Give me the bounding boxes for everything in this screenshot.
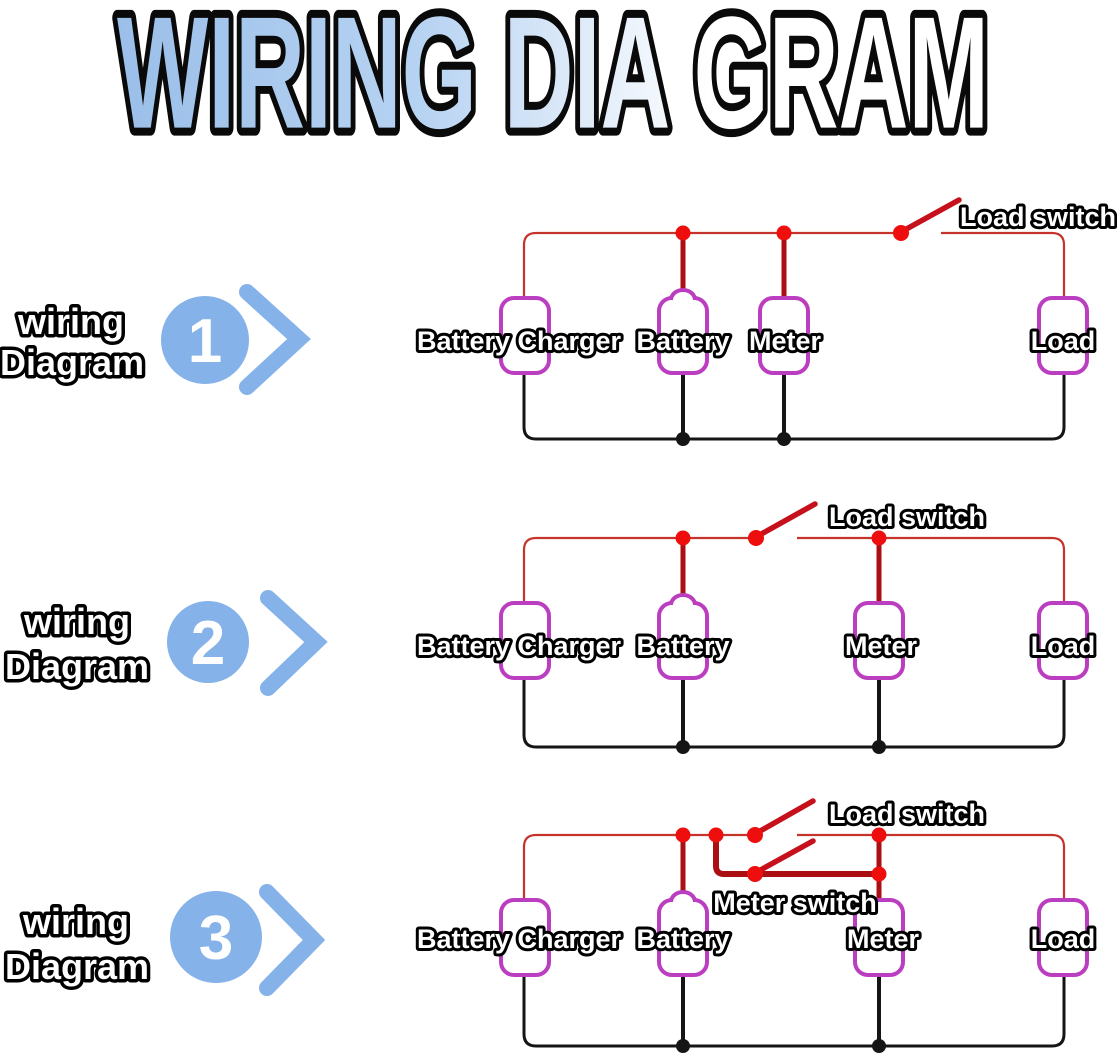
row-1-chevron-icon (239, 284, 311, 395)
d2-negative-wire (522, 677, 1066, 749)
row-2-header: wiring Diagram 2 (1, 590, 328, 696)
d2-load-label: Load (1031, 631, 1096, 661)
circuit-diagram-3: Load switch Meter switch Battery Charger… (414, 796, 1098, 1053)
d3-battery-charger-label: Battery Charger (417, 924, 622, 954)
row-1-label-diagram: Diagram (0, 342, 144, 383)
row-2-label-wiring: wiring (23, 601, 130, 642)
d2-load-switch-arm (753, 501, 818, 540)
row-3-header: wiring Diagram 3 (1, 884, 326, 996)
d3-load-switch-pivot-dot (747, 827, 763, 843)
d2-ground-junction-dot (676, 740, 690, 754)
d2-load-box (1037, 601, 1089, 680)
d3-ground-junction-dot (872, 1039, 886, 1053)
d2-battery-terminal-dome-outline (669, 593, 697, 606)
row-3-label-wiring: wiring (22, 901, 129, 942)
d3-negative-wire (522, 975, 1066, 1048)
d1-load-box (1037, 296, 1089, 375)
d1-battery-label: Battery (636, 326, 729, 356)
d3-positive-wire (522, 833, 1066, 900)
d3-meter-switch-branch-wire (713, 835, 879, 877)
d2-junction-dot (675, 530, 691, 546)
d1-positive-wire (522, 231, 1066, 298)
d1-negative-wire (522, 373, 1066, 441)
d2-positive-wire (522, 536, 1066, 603)
d3-load-switch-arm (752, 798, 816, 837)
d1-ground-junction-dot (676, 432, 690, 446)
d3-battery-terminal-dome-outline (669, 890, 697, 903)
d3-ground-junction-dot (676, 1039, 690, 1053)
d2-battery-charger-box (499, 601, 551, 680)
d3-meter-box (853, 898, 905, 977)
row-2-chevron-icon (260, 590, 328, 696)
row-3-chevron-icon (259, 884, 326, 996)
row-1-number: 1 (188, 307, 222, 376)
page-title: WIRING DIA GRAM (110, 0, 995, 169)
row-1-header: wiring Diagram 1 (0, 284, 311, 395)
row-3-number-badge (170, 891, 262, 983)
d1-battery-charger-box (499, 296, 551, 375)
row-2-label-diagram: Diagram (5, 646, 149, 687)
row-3-number: 3 (199, 904, 233, 973)
d1-load-switch-arm (898, 197, 962, 235)
d3-meter-switch-arm (752, 838, 816, 876)
d3-load-box (1037, 898, 1089, 977)
d3-junction-dot (871, 866, 887, 882)
d3-battery-charger-box (499, 898, 551, 977)
row-3-label-diagram: Diagram (5, 946, 149, 987)
row-2-number-badge (167, 601, 249, 683)
d1-junction-dot (776, 225, 792, 241)
d3-battery-label: Battery (636, 924, 729, 954)
d3-junction-dot (708, 827, 724, 843)
d1-load-switch-label: Load switch (960, 202, 1116, 232)
d3-meter-switch-pivot-dot (747, 866, 763, 882)
d1-junction-dot (675, 225, 691, 241)
d1-load-label: Load (1031, 326, 1096, 356)
d1-meter-box (758, 296, 810, 375)
d3-meter-switch-label: Meter switch (713, 888, 877, 918)
row-2-number: 2 (191, 609, 225, 678)
row-1-number-badge (161, 296, 249, 384)
d2-load-switch-label: Load switch (829, 502, 985, 532)
d1-battery-charger-label: Battery Charger (417, 326, 622, 356)
d3-load-label: Load (1031, 924, 1096, 954)
d2-battery-charger-label: Battery Charger (417, 631, 622, 661)
d3-load-switch-label: Load switch (829, 799, 985, 829)
d1-battery-terminal-dome-outline (669, 288, 697, 301)
d1-meter-label: Meter (749, 326, 822, 356)
d1-load-switch-pivot-dot (893, 225, 909, 241)
page-title-text: WIRING DIA GRAM (117, 0, 989, 163)
d2-junction-dot (871, 530, 887, 546)
d2-meter-label: Meter (845, 631, 918, 661)
d2-meter-box (853, 601, 905, 680)
d3-junction-dot (675, 827, 691, 843)
d3-junction-dot (871, 827, 887, 843)
circuit-diagram-2: Battery Charger Battery Meter Load Load … (414, 499, 1098, 754)
d2-load-switch-pivot-dot (748, 530, 764, 546)
circuit-diagram-1: Battery Charger Battery Meter Load Load … (414, 197, 1117, 446)
row-1-label-wiring: wiring (17, 301, 124, 342)
d3-meter-label: Meter (847, 924, 920, 954)
d2-ground-junction-dot (872, 740, 886, 754)
d1-ground-junction-dot (777, 432, 791, 446)
d2-battery-label: Battery (636, 631, 729, 661)
